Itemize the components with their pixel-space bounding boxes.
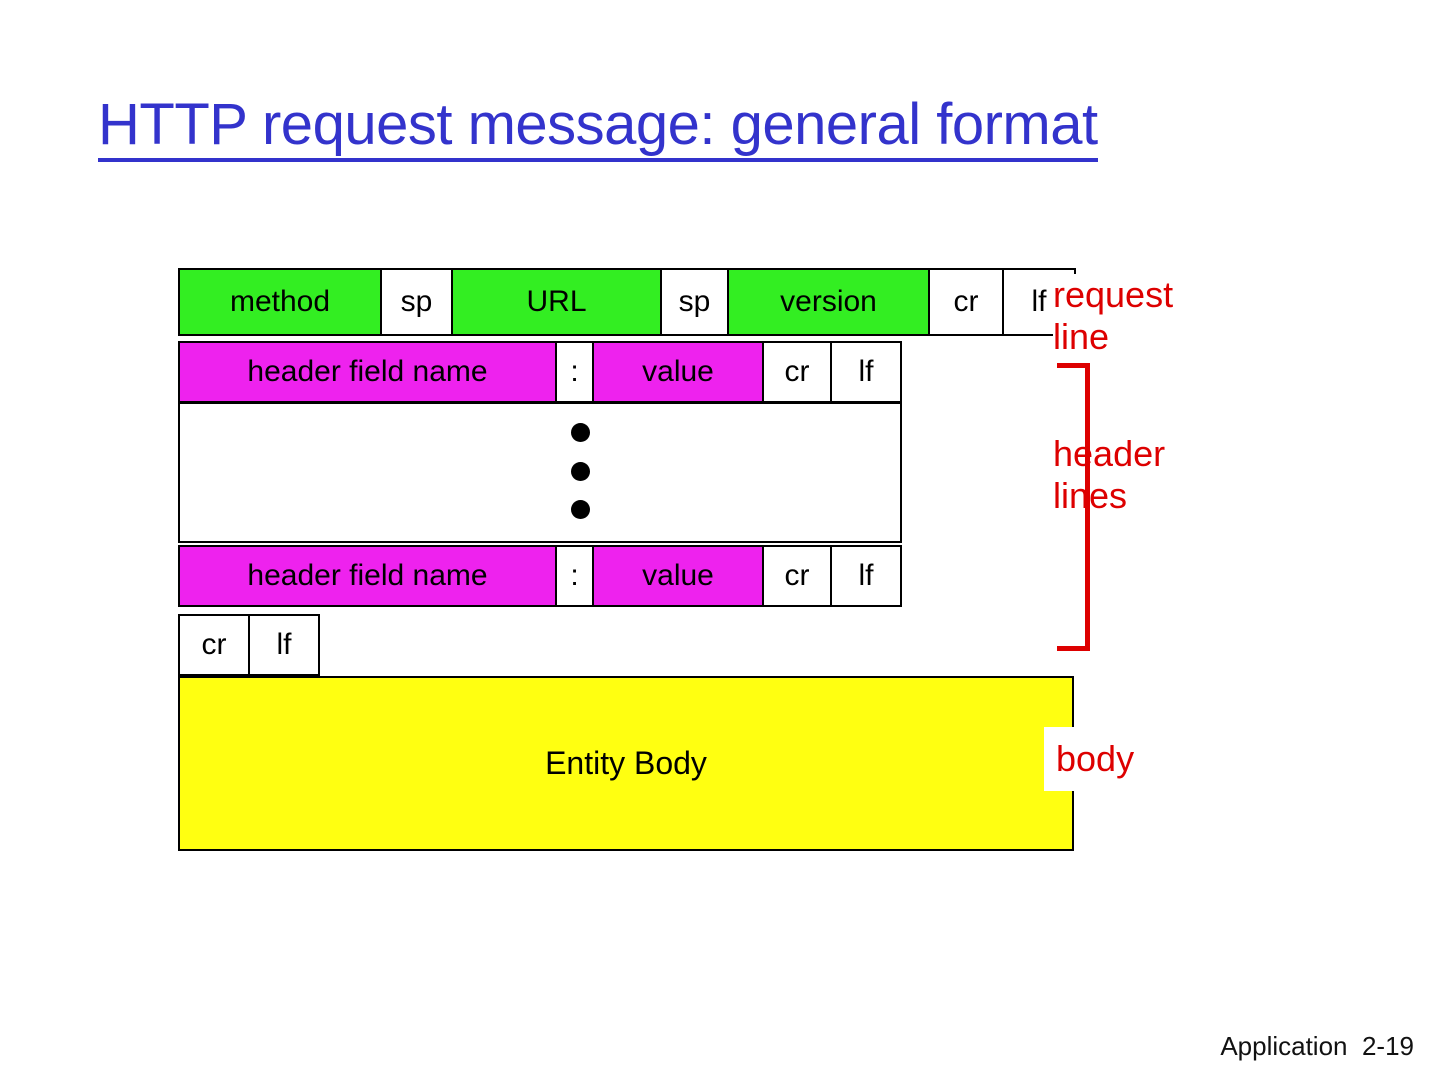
bracket-vertical-icon [1085, 363, 1090, 651]
header-line-1-cell-cr: cr [762, 341, 832, 403]
request-line-cell-url: URL [451, 268, 662, 336]
header-line-1-cell-value: value [592, 341, 764, 403]
request-line-cell-cr: cr [928, 268, 1004, 336]
annotation-body: body [1044, 727, 1192, 791]
page-title-text: HTTP request message: general format [98, 96, 1098, 162]
annotation-header-lines: header lines [1053, 433, 1166, 516]
header-line-1-cell-colon: : [555, 341, 594, 403]
header-lines-ellipsis-box [178, 402, 902, 543]
header-line-n-cell-field-name: header field name [178, 545, 557, 607]
blank-line-cell-cr: cr [178, 614, 250, 676]
request-line-cell-sp-1: sp [380, 268, 453, 336]
header-line-n-cell-value: value [592, 545, 764, 607]
request-line-cell-version: version [727, 268, 930, 336]
header-line-n-cell-cr: cr [762, 545, 832, 607]
header-lines-bracket [1057, 363, 1091, 651]
header-line-1-cell-lf: lf [830, 341, 902, 403]
blank-line-cell-lf: lf [248, 614, 320, 676]
request-line-cell-method: method [178, 268, 382, 336]
header-line-n-cell-lf: lf [830, 545, 902, 607]
bracket-arm-top-icon [1057, 363, 1090, 368]
header-line-1-cell-field-name: header field name [178, 341, 557, 403]
ellipsis-dot-2 [571, 462, 590, 481]
ellipsis-dot-3 [571, 500, 590, 519]
entity-body-block: Entity Body [178, 676, 1074, 851]
ellipsis-dot-1 [571, 423, 590, 442]
request-line-cell-sp-2: sp [660, 268, 729, 336]
slide-footer: Application 2-19 [1220, 1031, 1414, 1061]
header-line-n-cell-colon: : [555, 545, 594, 607]
annotation-request-line: request line [1053, 274, 1203, 358]
page-title: HTTP request message: general format [98, 96, 1098, 162]
bracket-arm-bottom-icon [1057, 646, 1090, 651]
